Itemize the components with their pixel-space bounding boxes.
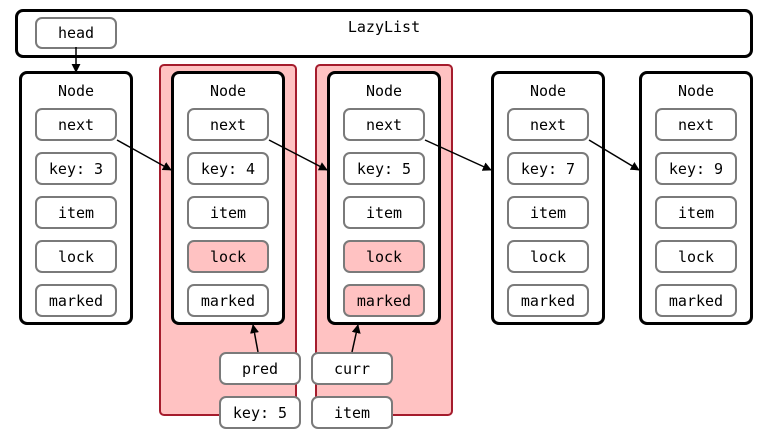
node-marked-field: marked [35, 284, 117, 317]
node-next-field: next [507, 108, 589, 141]
node-marked-field: marked [655, 284, 737, 317]
node-next-field: next [655, 108, 737, 141]
node-title: Node [529, 82, 567, 100]
node-key-field: key: 5 [343, 152, 425, 185]
node-item-field: item [343, 196, 425, 229]
node-lock-field-locked: lock [343, 240, 425, 273]
node-marked-field-marked: marked [343, 284, 425, 317]
pred-pointer-field: pred [219, 352, 301, 385]
node-key-field: key: 7 [507, 152, 589, 185]
node-key-field: key: 3 [35, 152, 117, 185]
node-item-field: item [187, 196, 269, 229]
node-lock-field: lock [507, 240, 589, 273]
node-title: Node [677, 82, 715, 100]
node-marked-field: marked [187, 284, 269, 317]
node-next-field: next [187, 108, 269, 141]
node-lock-field-locked: lock [187, 240, 269, 273]
node-next-field: next [35, 108, 117, 141]
node-title: Node [365, 82, 403, 100]
node-marked-field: marked [507, 284, 589, 317]
node-item-field: item [507, 196, 589, 229]
node-key-field: key: 9 [655, 152, 737, 185]
node-title: Node [209, 82, 247, 100]
node-key-field: key: 4 [187, 152, 269, 185]
head-field: head [35, 17, 117, 49]
node-title: Node [57, 82, 95, 100]
curr-pointer-field: curr [311, 352, 393, 385]
node-item-field: item [35, 196, 117, 229]
node-lock-field: lock [655, 240, 737, 273]
node-next-field: next [343, 108, 425, 141]
node-item-field: item [655, 196, 737, 229]
lazylist-title: LazyList [347, 18, 421, 36]
node-lock-field: lock [35, 240, 117, 273]
local-item-field: item [311, 396, 393, 429]
lazylist-container: LazyList [15, 9, 753, 58]
local-key-field: key: 5 [219, 396, 301, 429]
